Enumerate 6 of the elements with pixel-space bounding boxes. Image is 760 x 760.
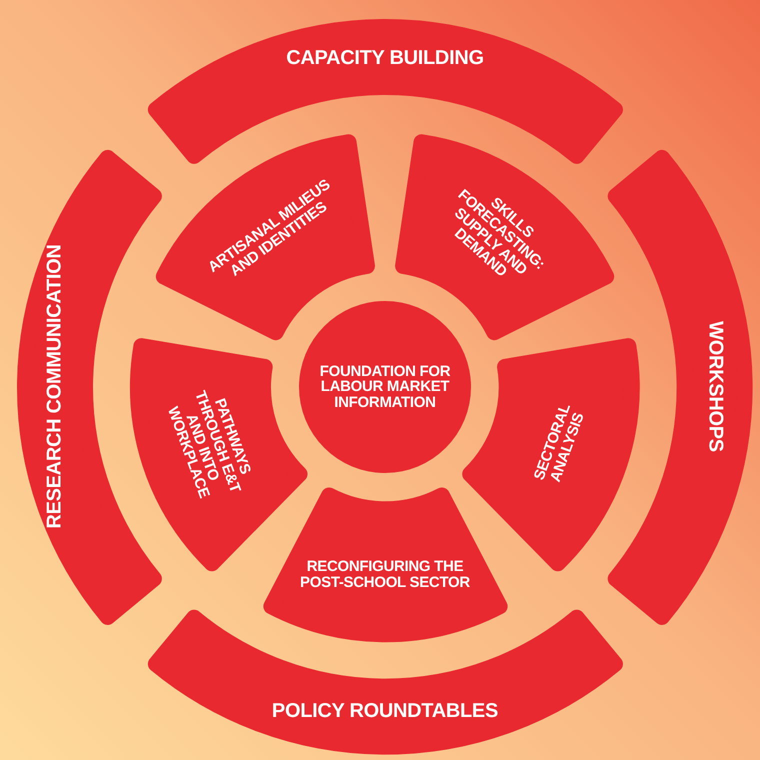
segment-label: RESEARCH COMMUNICATION xyxy=(44,244,66,532)
segment-label: CAPACITY BUILDING xyxy=(285,48,485,68)
segment-label: WORKSHOPS xyxy=(704,320,726,454)
segment-label: FOUNDATION FOR LABOUR MARKET INFORMATION xyxy=(318,364,452,411)
segment-label: POLICY ROUNDTABLES xyxy=(270,701,500,722)
segment-label: RECONFIGURING THE POST-SCHOOL SECTOR xyxy=(299,558,471,590)
